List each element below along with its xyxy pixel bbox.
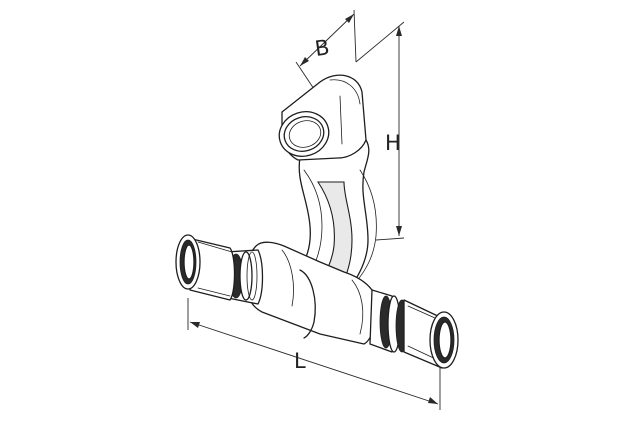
dimension-l: L	[187, 298, 441, 410]
dimension-b-label: B	[313, 35, 331, 61]
top-socket-opening	[278, 111, 330, 157]
dimension-l-label: L	[294, 349, 306, 373]
dimension-h-label: H	[385, 131, 401, 155]
top-socket	[278, 74, 367, 161]
dimension-h: H	[355, 21, 405, 241]
bracket-arm	[297, 139, 377, 289]
right-end-fitting	[369, 289, 459, 369]
dimension-b: B	[295, 9, 357, 93]
left-end-fitting	[175, 234, 264, 305]
